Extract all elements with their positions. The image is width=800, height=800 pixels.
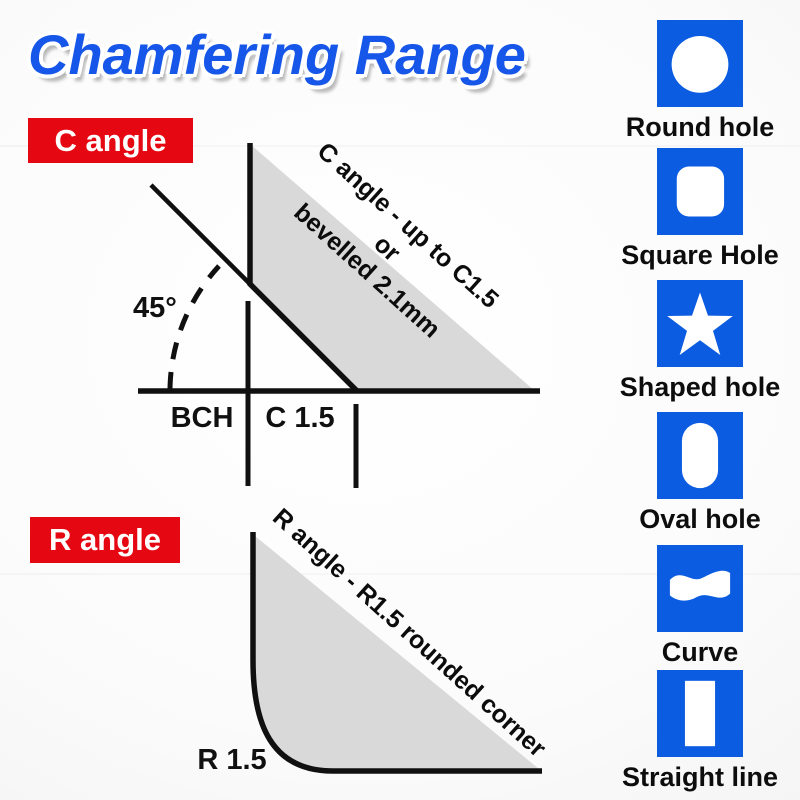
legend-label: Shaped hole: [619, 372, 781, 402]
legend-item-round-hole: Round hole: [600, 20, 800, 143]
square-hole-tile: [657, 148, 743, 235]
oval-hole-icon: [681, 422, 719, 489]
shaped-hole-icon: [667, 292, 733, 356]
straight-line-icon: [684, 680, 716, 747]
c-angle-workpiece-edge: [247, 143, 359, 393]
curve-tile: [657, 545, 743, 632]
c-angle-reference-line: [149, 183, 252, 286]
legend-label: Oval hole: [639, 504, 761, 534]
legend-label: Square Hole: [621, 240, 779, 270]
r15-dimension-label: R 1.5: [197, 744, 267, 776]
square-hole-icon: [676, 166, 725, 217]
curve-icon: [669, 570, 731, 601]
legend-item-shaped-hole: Shaped hole: [600, 280, 800, 403]
r-angle-badge: R angle: [30, 517, 180, 563]
legend-label: Straight line: [621, 762, 778, 792]
angle-45-arc: [167, 264, 221, 390]
bch-dimension-label: BCH: [170, 402, 234, 434]
legend-item-straight-line: Straight line: [600, 670, 800, 793]
r-angle-material-fill: [255, 536, 539, 769]
r-angle-workpiece-edge: [250, 532, 542, 774]
angle-45-label: 45°: [133, 292, 177, 324]
capability-legend: Round hole Square Hole Shaped hole: [600, 0, 800, 800]
c-angle-material-fill: [250, 144, 535, 391]
round-hole-icon: [671, 35, 729, 93]
oval-hole-tile: [657, 412, 743, 499]
legend-item-square-hole: Square Hole: [600, 148, 800, 271]
round-hole-tile: [657, 20, 743, 107]
c-angle-badge: C angle: [28, 118, 193, 163]
legend-item-curve: Curve: [600, 545, 800, 668]
c15-dimension-label: C 1.5: [265, 402, 335, 434]
straight-line-tile: [657, 670, 743, 757]
page-title: Chamfering Range: [28, 23, 526, 86]
legend-item-oval-hole: Oval hole: [600, 412, 800, 535]
shaped-hole-tile: [657, 280, 743, 367]
legend-label: Round hole: [625, 112, 775, 142]
legend-label: Curve: [661, 637, 739, 667]
